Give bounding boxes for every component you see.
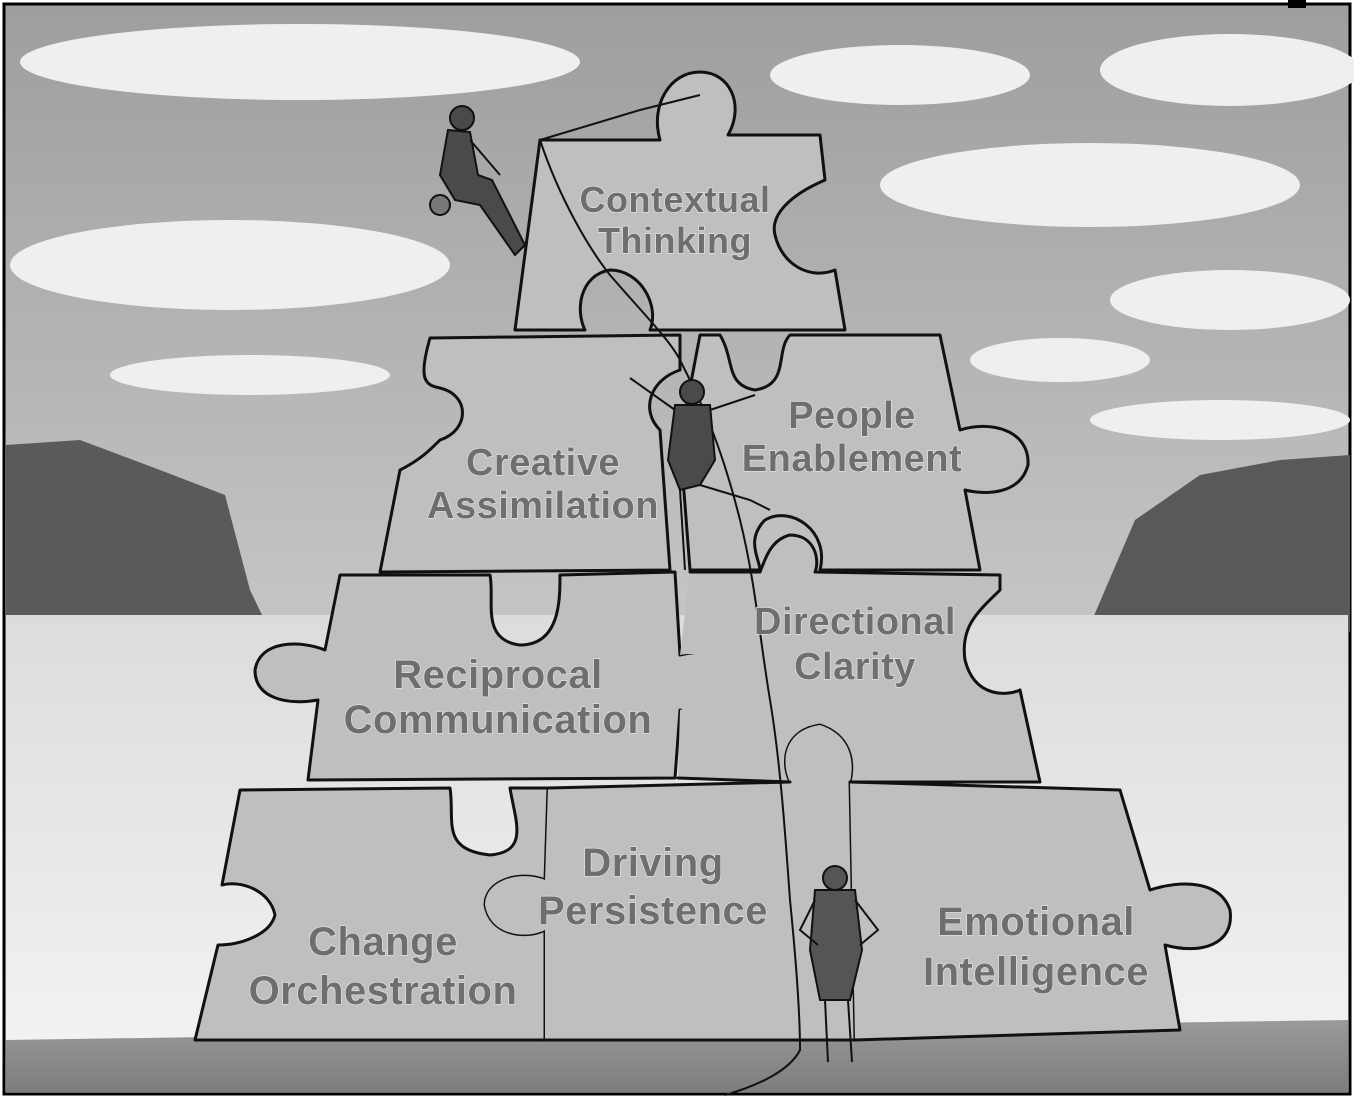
puzzle-pyramid: [193, 70, 1232, 1042]
label-driving-persistence-line2: Persistence: [538, 889, 768, 933]
label-contextual-thinking-line1: Contextual: [579, 179, 770, 220]
label-change-orchestration-line2: Orchestration: [249, 969, 518, 1013]
piece-directional-clarity: [678, 535, 1040, 782]
cloud: [20, 24, 580, 100]
corner-mark: [1288, 0, 1306, 8]
cloud: [880, 143, 1300, 227]
label-directional-clarity-line1: Directional: [754, 601, 956, 643]
climber-top: [429, 105, 527, 257]
label-contextual-thinking-line2: Thinking: [598, 220, 752, 261]
cloud: [10, 220, 450, 310]
standing-figure: [798, 865, 880, 1063]
piece-people-enablement: [680, 335, 1029, 570]
label-reciprocal-communication-line1: Reciprocal: [393, 653, 603, 697]
clouds: [10, 24, 1354, 440]
cloud: [1110, 270, 1350, 330]
cloud: [1090, 400, 1350, 440]
label-change-orchestration-line1: Change: [308, 920, 458, 964]
piece-change-orchestration: [195, 788, 548, 1040]
label-creative-assimilation-line2: Assimilation: [427, 485, 659, 527]
cloud: [970, 338, 1150, 382]
label-directional-clarity-line2: Clarity: [794, 646, 916, 688]
right-rock: [1090, 455, 1350, 632]
label-emotional-intelligence-line2: Intelligence: [923, 950, 1149, 994]
label-reciprocal-communication-line2: Communication: [344, 698, 653, 742]
piece-emotional-intelligence: [850, 782, 1231, 1040]
climbing-rope: [539, 94, 802, 1096]
label-people-enablement-line1: People: [788, 395, 916, 437]
label-creative-assimilation-line1: Creative: [466, 442, 620, 484]
cloud: [1100, 34, 1354, 106]
cloud: [110, 355, 390, 395]
piece-reciprocal-communication: [255, 572, 749, 780]
climber-middle: [629, 377, 771, 571]
left-rock: [6, 440, 262, 625]
label-emotional-intelligence-line1: Emotional: [937, 900, 1135, 944]
label-driving-persistence-line1: Driving: [582, 841, 723, 885]
cloud: [770, 45, 1030, 105]
piece-driving-persistence: [485, 725, 855, 1040]
label-people-enablement-line2: Enablement: [742, 438, 962, 480]
labels: Contextual Thinking Creative Assimilatio…: [248, 178, 1149, 1013]
